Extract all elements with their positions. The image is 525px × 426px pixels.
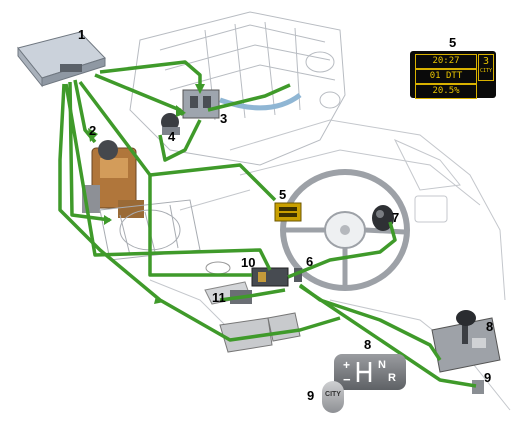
selector-gate-icon — [356, 362, 372, 382]
callout-gear-sensor: 4 — [168, 129, 176, 144]
steering-wheel — [280, 169, 410, 291]
display-gear-mode: CITY — [479, 68, 493, 74]
display-time: 20:27 — [415, 54, 477, 69]
display-odometer: 01 DTT — [415, 69, 477, 84]
selector-neutral: N — [378, 359, 386, 371]
display-temperature: 20.5% — [415, 84, 477, 99]
selector-minus: − — [343, 372, 351, 387]
hydraulic-actuator — [82, 140, 144, 218]
display-gear-number: 3 — [482, 56, 490, 67]
callout-brake-sensor: 6 — [306, 254, 314, 269]
callout-floor-button: 9 — [484, 370, 492, 385]
wiring-arrows — [88, 84, 205, 304]
callout-clutch-sensor: 3 — [220, 111, 228, 126]
selector-reverse: R — [388, 372, 396, 384]
callout-dash-module: 5 — [279, 187, 287, 202]
callout-gear-lever: 8 — [486, 319, 494, 334]
floor-button — [472, 380, 484, 394]
clutch-sensor — [182, 89, 220, 119]
control-unit — [17, 31, 106, 88]
callout-display: 5 — [449, 35, 457, 50]
gear-lever — [431, 310, 501, 373]
callout-control-unit: 1 — [78, 27, 86, 42]
callout-city-button: 9 — [307, 388, 315, 403]
selector-plus: + — [343, 358, 351, 372]
callout-relay-unit: 10 — [241, 255, 256, 270]
gear-sensor — [161, 113, 180, 135]
display-gear-indicator: 3 CITY — [478, 54, 494, 81]
dash-module — [274, 202, 302, 222]
instrument-display: 20:27 01 DTT 20.5% 3 CITY — [410, 51, 496, 99]
brake-sensor — [294, 268, 302, 282]
city-button-label: CITY — [325, 391, 341, 398]
steering-paddle — [372, 205, 394, 231]
wiring-harness — [58, 60, 477, 388]
callout-steering-paddle: 7 — [392, 210, 400, 225]
callout-pedal-assembly: 11 — [212, 290, 226, 305]
callout-selector: 8 — [364, 337, 372, 352]
gear-selector-badge: + − N R — [334, 354, 406, 390]
relay-unit — [251, 267, 289, 287]
callout-hydraulic-actuator: 2 — [89, 123, 97, 138]
city-button: CITY — [322, 381, 344, 413]
